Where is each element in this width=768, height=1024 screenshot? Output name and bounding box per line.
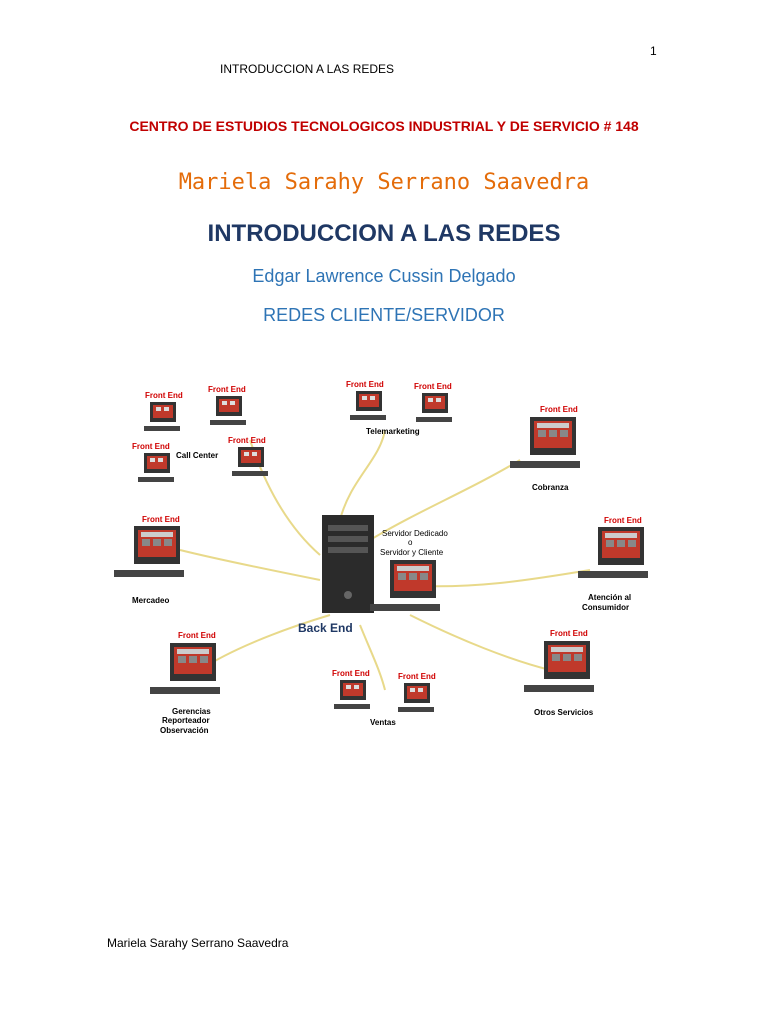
front-end-label: Front End xyxy=(132,442,170,451)
group-label-call-center: Call Center xyxy=(176,451,218,460)
teacher-name: Edgar Lawrence Cussin Delgado xyxy=(252,266,516,286)
back-end-label: Back End xyxy=(298,621,353,635)
topic-title: REDES CLIENTE/SERVIDOR xyxy=(263,305,505,325)
client-pc xyxy=(144,402,180,431)
front-end-label: Front End xyxy=(142,515,180,524)
client-pc xyxy=(510,417,580,468)
front-end-label: Front End xyxy=(550,629,588,638)
client-pc xyxy=(210,396,246,425)
front-end-label: Front End xyxy=(145,391,183,400)
group-label-gerencias-3: Observación xyxy=(160,726,209,735)
server-label-2: o xyxy=(408,538,413,547)
school-name: CENTRO DE ESTUDIOS TECNOLOGICOS INDUSTRI… xyxy=(129,118,639,134)
client-pc xyxy=(232,447,268,476)
page-number: 1 xyxy=(650,44,657,58)
client-pc xyxy=(138,453,174,482)
front-end-label: Front End xyxy=(604,516,642,525)
header-title: INTRODUCCION A LAS REDES xyxy=(220,62,395,76)
front-end-label: Front End xyxy=(398,672,436,681)
front-end-label: Front End xyxy=(228,436,266,445)
group-label-ventas: Ventas xyxy=(370,718,396,727)
front-end-label: Front End xyxy=(346,380,384,389)
footer-author: Mariela Sarahy Serrano Saavedra xyxy=(107,936,289,950)
front-end-label: Front End xyxy=(332,669,370,678)
group-label-atencion-2: Consumidor xyxy=(582,603,629,612)
server-tower xyxy=(322,515,374,613)
group-label-gerencias-2: Reporteador xyxy=(162,716,210,725)
subject-title: INTRODUCCION A LAS REDES xyxy=(207,220,561,247)
front-end-label: Front End xyxy=(208,385,246,394)
group-label-mercadeo: Mercadeo xyxy=(132,596,169,605)
group-label-cobranza: Cobranza xyxy=(532,483,569,492)
front-end-label: Front End xyxy=(540,405,578,414)
front-end-label: Front End xyxy=(414,382,452,391)
client-pc xyxy=(416,393,452,422)
author-name: Mariela Sarahy Serrano Saavedra xyxy=(178,170,590,195)
server-monitor xyxy=(370,560,440,611)
network-diagram: Servidor Dedicado o Servidor y Cliente B… xyxy=(114,380,648,735)
front-end-label: Front End xyxy=(178,631,216,640)
client-pc xyxy=(350,391,386,420)
client-pc xyxy=(150,643,220,694)
cable-lines xyxy=(179,429,591,691)
group-label-otros: Otros Servicios xyxy=(534,708,594,717)
server-label-1: Servidor Dedicado xyxy=(382,529,448,538)
client-pc xyxy=(334,680,370,709)
server-label-3: Servidor y Cliente xyxy=(380,548,444,557)
group-label-gerencias-1: Gerencias xyxy=(172,707,211,716)
client-pc xyxy=(398,683,434,712)
group-label-telemarketing: Telemarketing xyxy=(366,427,420,436)
client-pc xyxy=(114,526,184,577)
group-label-atencion-1: Atención al xyxy=(588,593,631,602)
